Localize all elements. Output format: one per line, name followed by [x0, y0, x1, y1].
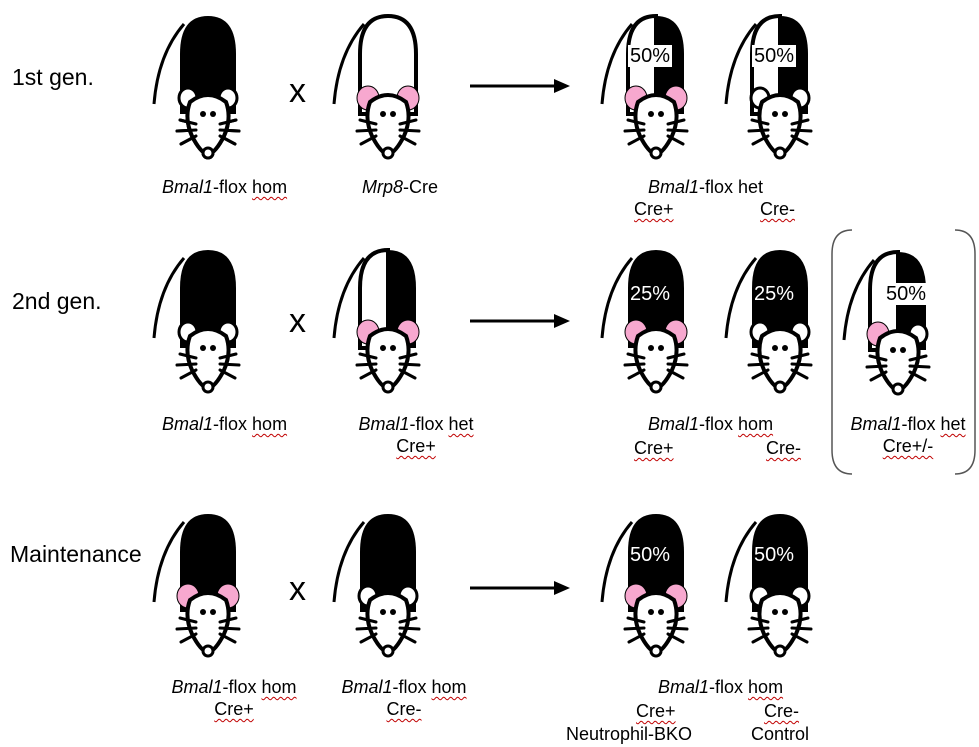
label-row3-cre-minus: Cre- — [764, 700, 799, 722]
row-label-1st-gen: 1st gen. — [12, 64, 94, 90]
mouse-offspring-hom-cre-minus-row2 — [722, 248, 842, 396]
pct-row3-neutrophil-bko: 50% — [630, 544, 670, 566]
label-neutrophil-bko: Neutrophil-BKO — [566, 723, 692, 745]
pct-row3-control: 50% — [754, 544, 794, 566]
label-row3-offspring: Bmal1-flox hom — [658, 676, 783, 698]
label-control: Control — [751, 723, 809, 745]
mouse-offspring-control — [722, 512, 842, 660]
row-label-2nd-gen: 2nd gen. — [12, 288, 102, 314]
mouse-offspring-het-cre-minus — [722, 14, 842, 162]
cross-symbol-2: x — [289, 304, 306, 338]
label-row1-parent2: Mrp8-Cre — [362, 176, 438, 198]
mouse-parent-mrp8-cre — [330, 14, 450, 162]
arrow-2 — [468, 313, 572, 329]
label-row2-cre-minus: Cre- — [766, 437, 801, 459]
mouse-offspring-neutrophil-bko — [598, 512, 718, 660]
label-row3-cre-plus: Cre+ — [636, 700, 676, 722]
mouse-parent-bmal1-flox-hom-row2 — [150, 248, 270, 396]
label-row1-offspring: Bmal1-flox het — [648, 176, 763, 198]
pct-row2-cre-plus: 25% — [630, 283, 670, 305]
label-row2-parent1: Bmal1-flox hom — [162, 413, 287, 435]
label-row2-offspring: Bmal1-flox hom — [648, 413, 773, 435]
mouse-offspring-hom-cre-plus-row2 — [598, 248, 718, 396]
label-row2-cre-plus: Cre+ — [634, 437, 674, 459]
label-row1-cre-plus: Cre+ — [634, 198, 674, 220]
pct-row1-cre-minus: 50% — [752, 45, 796, 67]
label-row1-parent1: Bmal1-flox hom — [162, 176, 287, 198]
mouse-parent-bmal1-flox-het-cre-plus — [330, 248, 450, 396]
arrow-3 — [468, 580, 572, 596]
row-label-maintenance: Maintenance — [10, 541, 142, 567]
mouse-parent-hom-cre-plus — [150, 512, 270, 660]
mouse-parent-bmal1-flox-hom-row1 — [150, 14, 270, 162]
cross-symbol-1: x — [289, 74, 306, 108]
mouse-parent-hom-cre-minus — [330, 512, 450, 660]
pct-row2-cre-minus: 25% — [754, 283, 794, 305]
arrow-1 — [468, 78, 572, 94]
label-row1-cre-minus: Cre- — [760, 198, 795, 220]
pct-row1-cre-plus: 50% — [628, 45, 672, 67]
cross-symbol-3: x — [289, 572, 306, 606]
mouse-offspring-het-cre-plus — [598, 14, 718, 162]
